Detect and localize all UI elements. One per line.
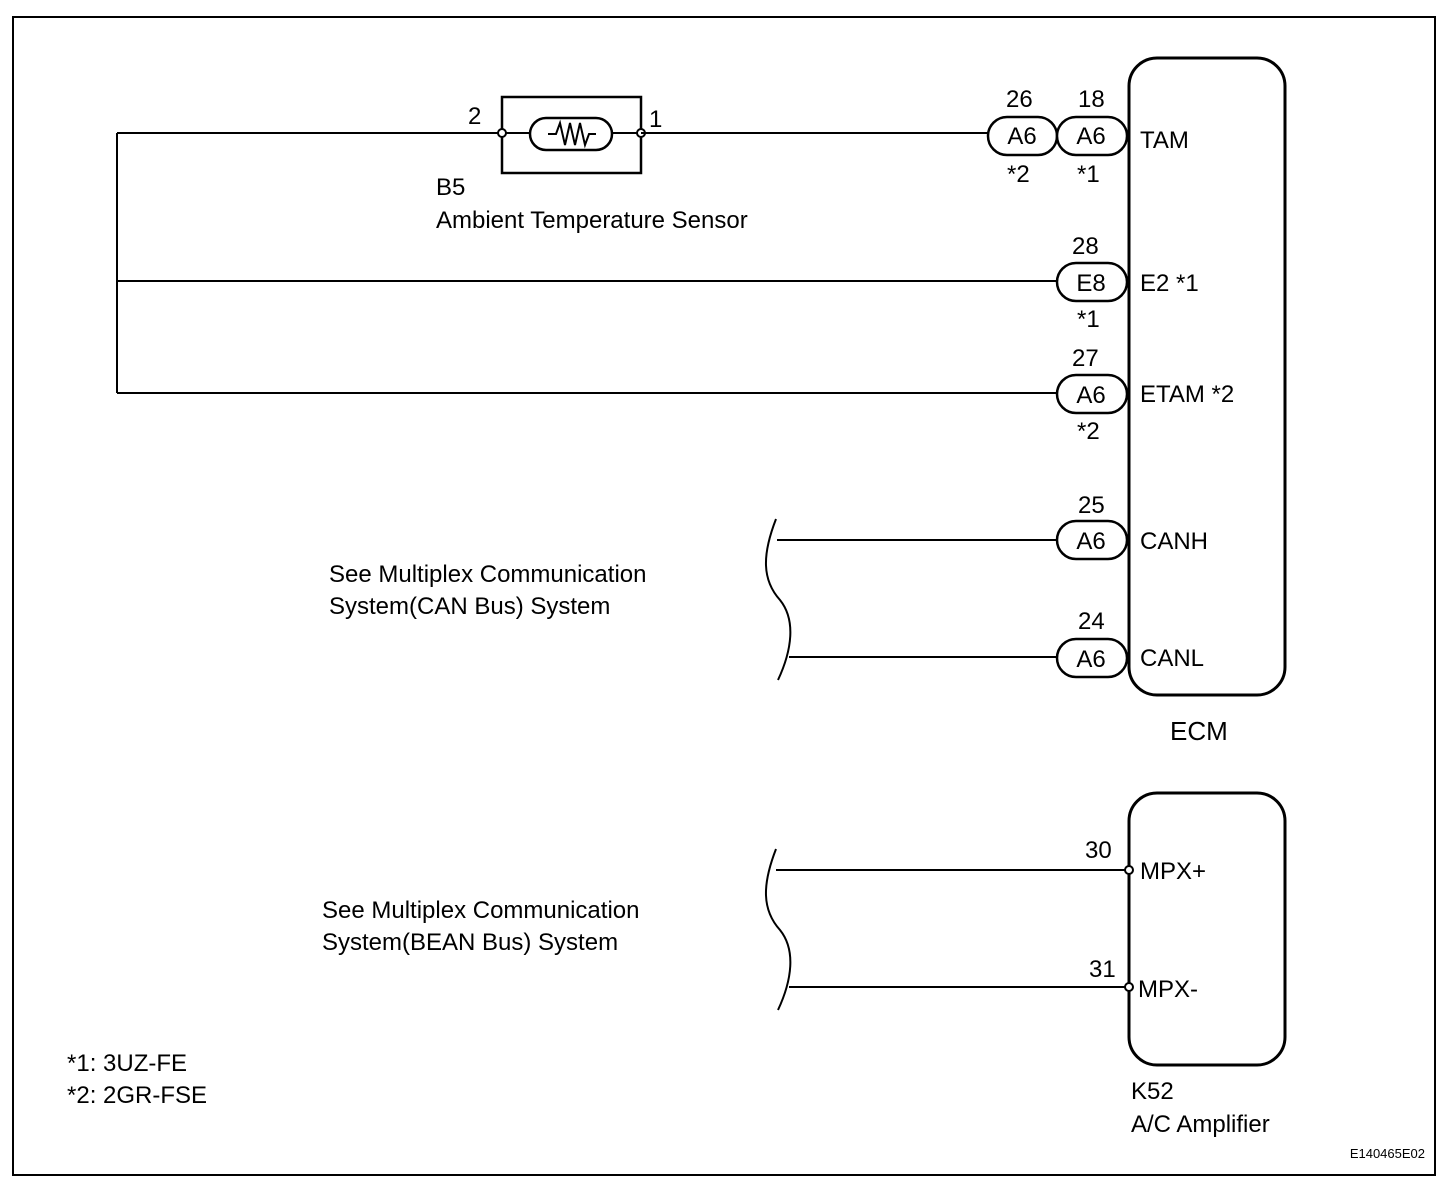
connector-code-label: A6 — [1076, 646, 1105, 673]
sensor-pin-right-label: 1 — [649, 106, 662, 133]
can-reference-line2: System(CAN Bus) System — [329, 593, 610, 620]
bean-reference-line1: See Multiplex Communication — [322, 897, 639, 924]
can-break-symbol — [765, 518, 792, 681]
footnote-2: *2: 2GR-FSE — [67, 1082, 207, 1109]
connector-note-label: *1 — [1077, 161, 1100, 188]
mpx-minus-terminal — [1124, 982, 1134, 992]
amplifier-name-label: A/C Amplifier — [1131, 1111, 1270, 1138]
mpx-plus-pin-label: 30 — [1085, 837, 1112, 864]
sensor-id-label: B5 — [436, 174, 465, 201]
sensor-pin-left-label: 2 — [468, 103, 481, 130]
connector-pin-label: 26 — [1006, 86, 1033, 113]
ecm-connector-a6-25: 25 A6 CANH — [1055, 492, 1208, 561]
ac-amplifier-box — [1127, 791, 1287, 1067]
connector-pill — [1055, 261, 1129, 303]
ecm-label: ECM — [1170, 716, 1228, 746]
terminal-label-canh: CANH — [1140, 528, 1208, 555]
connector-pin-label: 25 — [1078, 492, 1105, 519]
connector-code-label: A6 — [1076, 382, 1105, 409]
connector-note-label: *1 — [1077, 306, 1100, 333]
figure-code: E140465E02 — [1350, 1146, 1425, 1161]
sensor-name-label: Ambient Temperature Sensor — [436, 207, 748, 234]
mpx-plus-terminal — [1124, 865, 1134, 875]
ecm-connector-a6-26: 26 A6 *2 — [986, 86, 1059, 188]
connector-pin-label: 27 — [1072, 345, 1099, 372]
terminal-label-mpx-minus: MPX- — [1138, 976, 1198, 1003]
bean-reference-line2: System(BEAN Bus) System — [322, 929, 618, 956]
mpx-minus-pin-label: 31 — [1089, 956, 1116, 983]
connector-code-label: A6 — [1076, 123, 1105, 150]
connector-pill — [1055, 373, 1129, 415]
terminal-label-mpx-plus: MPX+ — [1140, 858, 1206, 885]
connector-code-label: E8 — [1076, 270, 1105, 297]
ecm-connector-e8-28: 28 E8 *1 E2 *1 — [1055, 233, 1199, 333]
connector-code-label: A6 — [1076, 528, 1105, 555]
ambient-temperature-sensor: 2 1 B5 Ambient Temperature Sensor — [436, 95, 748, 234]
diagram-frame — [12, 16, 1436, 1176]
connector-pin-label: 28 — [1072, 233, 1099, 260]
terminal-label-etam: ETAM *2 — [1140, 381, 1234, 408]
terminal-label-e2: E2 *1 — [1140, 270, 1199, 297]
ecm-connector-a6-24: 24 A6 CANL — [1055, 608, 1204, 679]
ecm-connector-a6-27: 27 A6 *2 ETAM *2 — [1055, 345, 1234, 445]
thermistor-resistor-icon — [548, 119, 596, 149]
footnote-1: *1: 3UZ-FE — [67, 1050, 187, 1077]
connector-pin-label: 18 — [1078, 86, 1105, 113]
thermistor-capsule — [528, 116, 614, 152]
bean-break-symbol — [765, 848, 792, 1011]
connector-pill — [1055, 115, 1129, 157]
connector-code-label: A6 — [1007, 123, 1036, 150]
amplifier-id-label: K52 — [1131, 1078, 1174, 1105]
ecm-connector-a6-18: 18 A6 *1 TAM — [1055, 86, 1189, 188]
terminal-label-tam: TAM — [1140, 127, 1189, 154]
connector-pin-label: 24 — [1078, 608, 1105, 635]
connector-note-label: *2 — [1077, 418, 1100, 445]
terminal-label-canl: CANL — [1140, 645, 1204, 672]
can-reference-line1: See Multiplex Communication — [329, 561, 646, 588]
sensor-pin2-terminal — [497, 128, 507, 138]
ecm-box — [1127, 56, 1287, 697]
connector-note-label: *2 — [1007, 161, 1030, 188]
